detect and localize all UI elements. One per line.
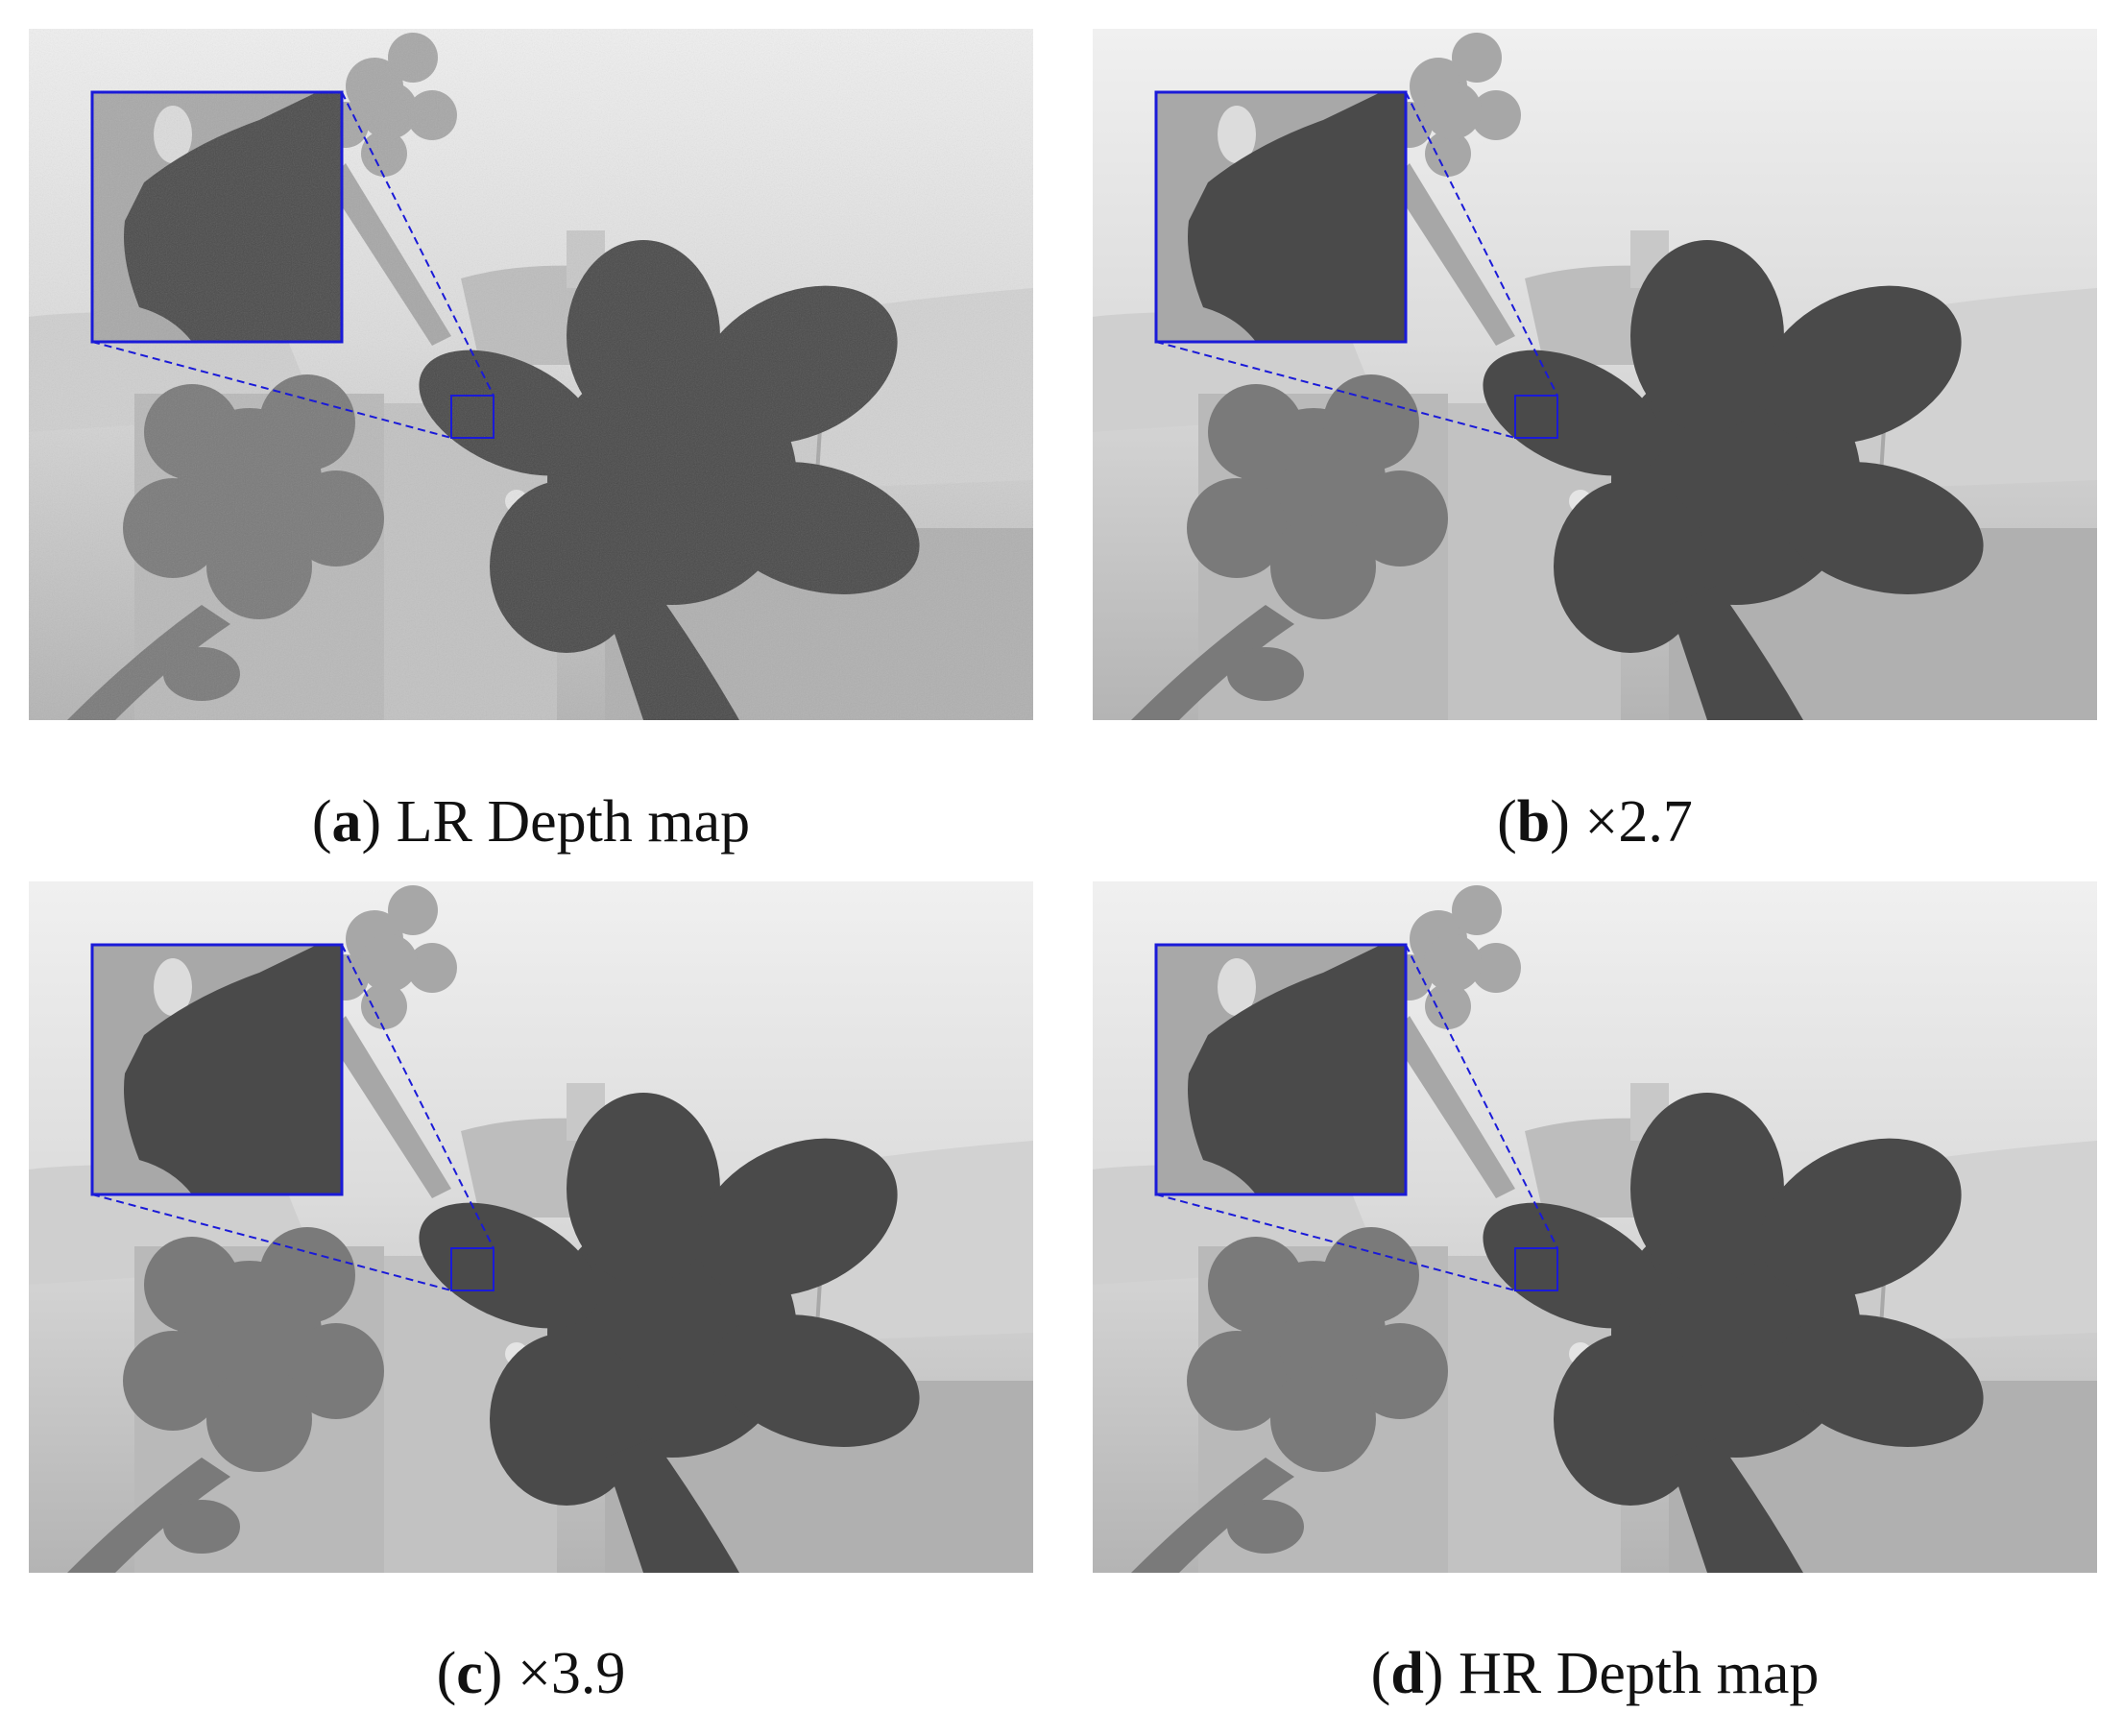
panel-b [1093, 29, 2097, 720]
near-flower [419, 1093, 920, 1573]
depth-map-image-c [29, 881, 1033, 1573]
connector-line [341, 91, 495, 397]
source-box [450, 395, 495, 439]
depth-map-image-b [1093, 29, 2097, 720]
left-flower [67, 1227, 384, 1573]
zoom-inset [92, 92, 342, 342]
caption-text-b: ×2.7 [1584, 789, 1693, 855]
zoom-box [90, 943, 344, 1196]
source-box [1514, 395, 1558, 439]
left-flower [1131, 1227, 1448, 1573]
caption-letter-c: c [456, 1641, 483, 1706]
caption-letter-b: b [1516, 789, 1551, 855]
top-flower [1387, 33, 1521, 346]
caption-b: (b) ×2.7 [1497, 789, 1693, 855]
caption-letter-a: a [331, 789, 362, 855]
near-flower [1483, 1093, 1984, 1573]
source-box [450, 1247, 495, 1291]
zoom-inset [1156, 945, 1406, 1194]
panel-a [29, 29, 1033, 720]
caption-letter-d: d [1390, 1641, 1424, 1706]
left-flower [1131, 374, 1448, 720]
caption-c: (c) ×3.9 [436, 1641, 626, 1706]
source-box [1514, 1247, 1558, 1291]
caption-text-a: LR Depth map [396, 789, 751, 855]
zoom-inset [92, 945, 342, 1194]
panel-c [29, 881, 1033, 1573]
near-flower [1483, 240, 1984, 720]
connector-line [341, 944, 495, 1249]
zoom-box [90, 90, 344, 344]
caption-a: (a) LR Depth map [311, 789, 751, 855]
zoom-box [1154, 943, 1408, 1196]
caption-text-d: HR Depth map [1458, 1641, 1820, 1706]
zoom-inset [1156, 92, 1406, 342]
depth-map-image-d [1093, 881, 2097, 1573]
top-flower [323, 885, 457, 1198]
zoom-box [1154, 90, 1408, 344]
depth-map-image-a [29, 29, 1033, 720]
panel-d [1093, 881, 2097, 1573]
caption-text-c: ×3.9 [517, 1641, 626, 1706]
connector-line [1405, 944, 1558, 1249]
connector-line [1405, 91, 1558, 397]
caption-d: (d) HR Depth map [1370, 1641, 1820, 1706]
